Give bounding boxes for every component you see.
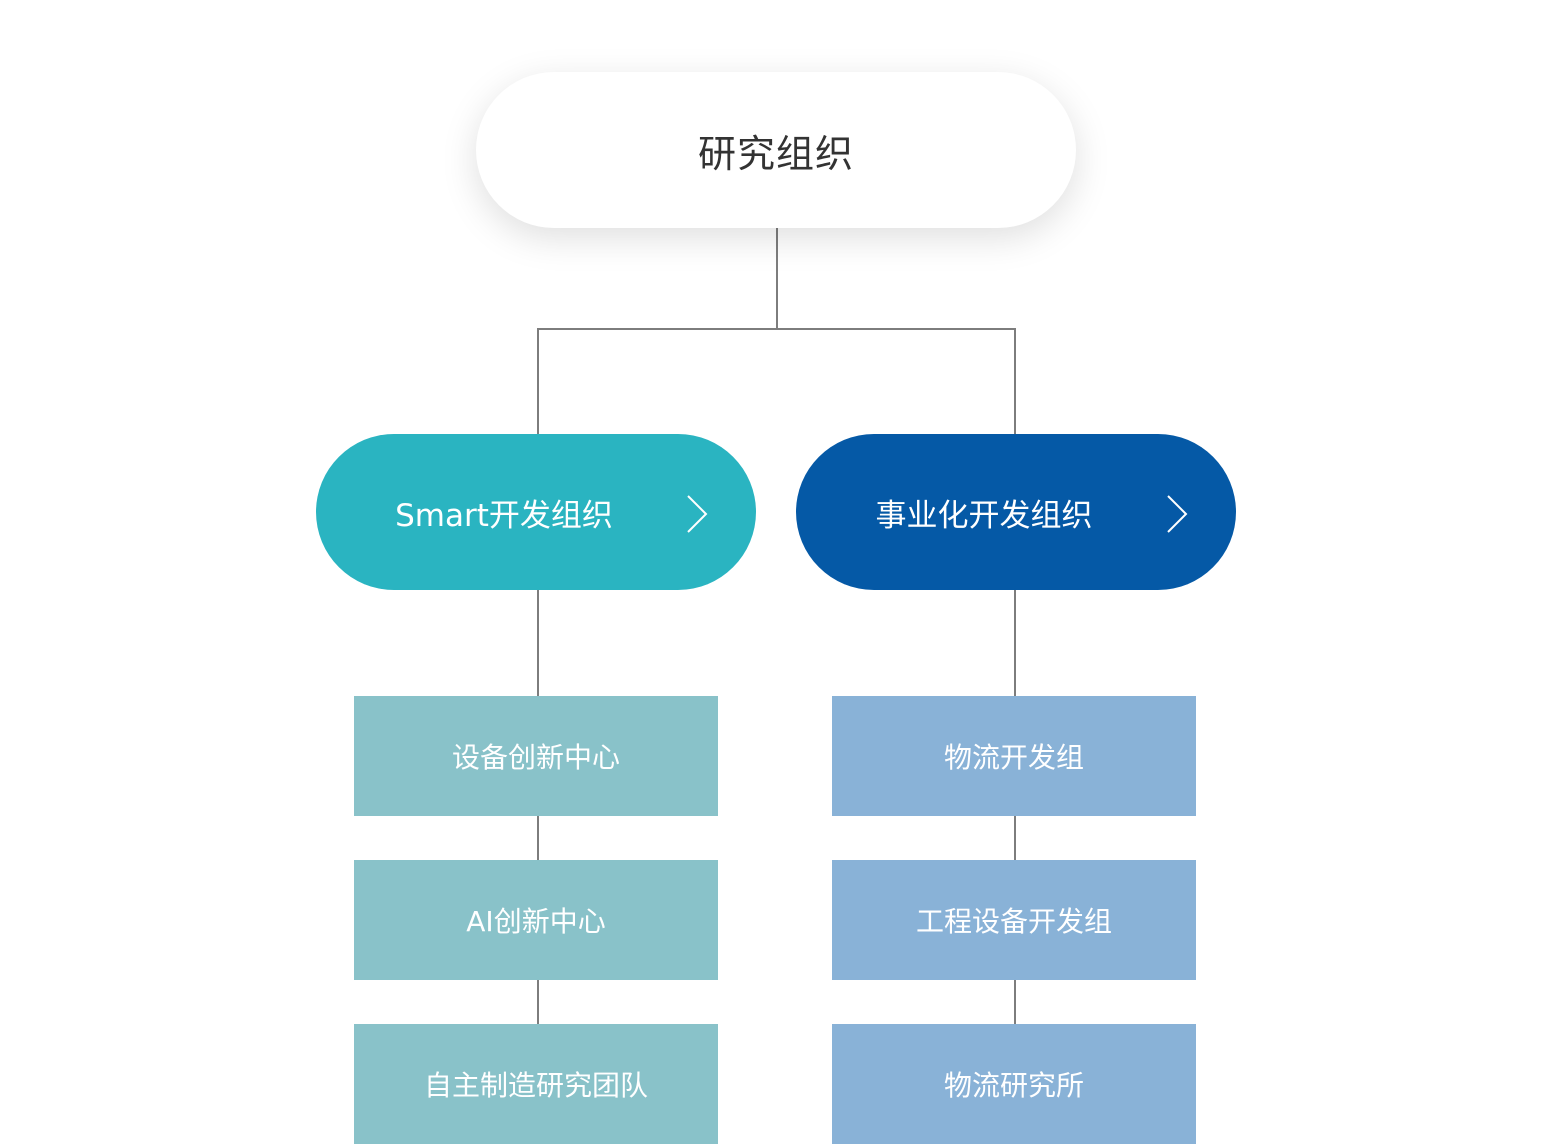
- child-node-label: 物流开发组: [943, 741, 1084, 774]
- child-node-label: 自主制造研究团队: [423, 1069, 648, 1102]
- branch-label: 事业化开发组织: [875, 497, 1093, 534]
- connector-right-down: [1014, 328, 1016, 434]
- child-node: 物流研究所: [832, 1024, 1196, 1144]
- connector-root-down: [776, 228, 778, 330]
- child-node: AI创新中心: [354, 860, 718, 980]
- branch-smart-dev-org[interactable]: Smart开发组织: [316, 434, 756, 590]
- child-node: 工程设备开发组: [832, 860, 1196, 980]
- branch-business-dev-org[interactable]: 事业化开发组织: [796, 434, 1236, 590]
- chevron-right-icon: [1167, 495, 1188, 533]
- child-node-label: 设备创新中心: [451, 741, 620, 774]
- child-node: 设备创新中心: [354, 696, 718, 816]
- root-node-label: 研究组织: [697, 131, 854, 176]
- root-node: 研究组织: [476, 72, 1076, 228]
- connector-left-down: [537, 328, 539, 434]
- child-node-label: 工程设备开发组: [915, 905, 1112, 938]
- connector-horizontal: [537, 328, 1016, 330]
- child-node: 物流开发组: [832, 696, 1196, 816]
- child-node-label: 物流研究所: [943, 1069, 1084, 1102]
- chevron-right-icon: [687, 495, 708, 533]
- branch-label: Smart开发组织: [395, 497, 613, 534]
- child-node: 自主制造研究团队: [354, 1024, 718, 1144]
- child-node-label: AI创新中心: [466, 905, 606, 938]
